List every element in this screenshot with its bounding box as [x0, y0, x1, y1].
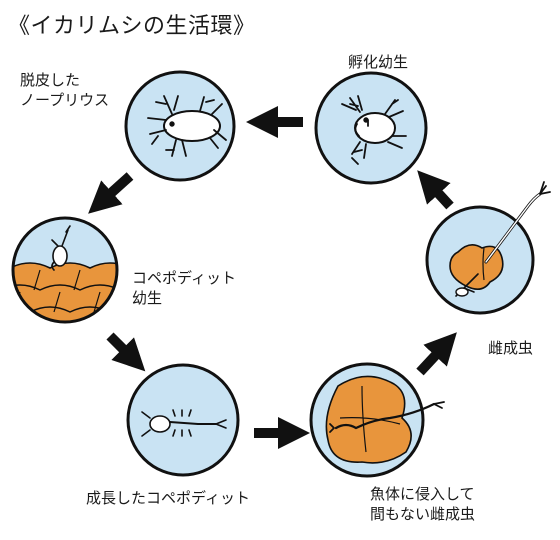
- young-female-illustration: [329, 401, 445, 433]
- label-copepodid-larva-line2: 幼生: [132, 289, 163, 307]
- label-molted-nauplius-line1: 脱皮した: [20, 71, 81, 89]
- label-hatched-larva-text: 孵化幼生: [348, 53, 409, 71]
- diagram-title: 《イカリムシの生活環》: [8, 14, 256, 39]
- stage-circle-adult-female: [425, 181, 551, 315]
- fish-skin-patch: [325, 375, 412, 464]
- grown-copepodid-illustration: [141, 409, 227, 437]
- label-young-female-line1: 魚体に侵入して: [370, 485, 475, 503]
- stage-circle-copepodid-larva: [11, 216, 119, 324]
- arrow-copepodid-to-grown-icon: [106, 332, 146, 372]
- label-adult-female: 雌成虫: [488, 338, 533, 358]
- arrow-young-to-adult-icon: [416, 332, 457, 376]
- label-molted-nauplius: 脱皮した ノープリウス: [20, 70, 109, 110]
- label-young-female: 魚体に侵入して 間もない雌成虫: [370, 484, 475, 524]
- label-molted-nauplius-line2: ノープリウス: [20, 91, 110, 109]
- label-copepodid-larva: コペポディット 幼生: [132, 268, 236, 308]
- stage-circle-molted-nauplius: [124, 70, 236, 182]
- label-hatched-larva: 孵化幼生: [348, 52, 408, 72]
- arrow-nauplius-to-copepodid-icon: [88, 172, 134, 214]
- label-young-female-line2: 間もない雌成虫: [370, 505, 476, 523]
- hatched-larva-illustration: [341, 95, 407, 165]
- label-grown-copepodid-text: 成長したコペポディット: [86, 489, 250, 507]
- stage-circle-grown-copepodid: [126, 363, 240, 477]
- stage-circle-young-female: [309, 362, 445, 478]
- fish-skin-scales: [13, 262, 117, 322]
- nauplius-illustration: [147, 95, 227, 157]
- cycle-arrows: [88, 105, 457, 450]
- label-copepodid-larva-line1: コペポディット: [132, 269, 236, 287]
- adult-female-illustration: [449, 181, 551, 297]
- label-grown-copepodid: 成長したコペポディット: [86, 488, 250, 508]
- stage-circle-hatched-larva: [314, 71, 428, 185]
- arrow-adult-to-hatched-icon: [417, 170, 454, 210]
- copepodid-larva-illustration: [51, 225, 71, 271]
- label-adult-female-text: 雌成虫: [488, 339, 534, 357]
